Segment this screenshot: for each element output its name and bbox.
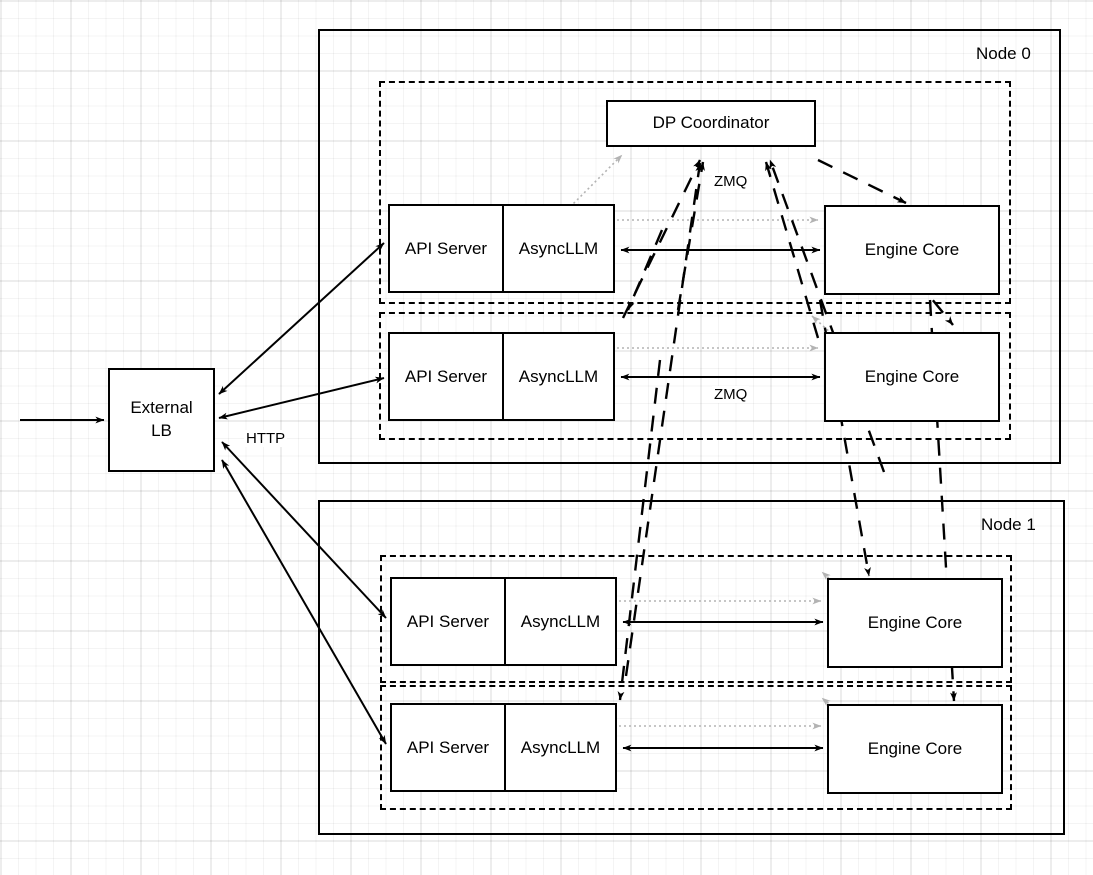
node-1-group-2-api-server: API Server [392, 705, 506, 790]
node-1-container [318, 500, 1065, 835]
http-edge-label: HTTP [244, 430, 288, 447]
node-1-group-1-engine-core[interactable]: Engine Core [827, 578, 1003, 668]
node-0-group-2-engine-core-label: Engine Core [864, 366, 960, 386]
dp-coordinator-box[interactable]: DP Coordinator [606, 100, 816, 147]
zmq-coordinator-label: ZMQ [712, 173, 750, 190]
node-0-group-2-api-unit[interactable]: API Server AsyncLLM [388, 332, 615, 421]
node-1-group-1-api-unit[interactable]: API Server AsyncLLM [390, 577, 617, 666]
node-0-group-2-asyncllm: AsyncLLM [518, 366, 599, 386]
node-1-group-2-api-unit[interactable]: API Server AsyncLLM [390, 703, 617, 792]
node-1-group-2 [380, 685, 1012, 810]
node-1-group-1 [380, 555, 1012, 683]
node-1-group-1-api-server: API Server [392, 579, 506, 664]
node-1-label: Node 1 [981, 515, 1036, 534]
dp-coordinator-label: DP Coordinator [652, 113, 770, 133]
node-0-group-2-engine-core[interactable]: Engine Core [824, 332, 1000, 422]
zmq-engine-label: ZMQ [712, 386, 750, 403]
node-1-group-2-engine-core-label: Engine Core [867, 738, 963, 758]
node-1-group-1-asyncllm: AsyncLLM [520, 611, 601, 631]
node-0-group-1-asyncllm: AsyncLLM [518, 238, 599, 258]
node-0-group-2-api-server: API Server [390, 334, 504, 419]
node-0-container [318, 29, 1061, 464]
node-0-group-1-engine-core[interactable]: Engine Core [824, 205, 1000, 295]
node-1-group-2-asyncllm: AsyncLLM [520, 737, 601, 757]
node-0-group-1-api-server: API Server [390, 206, 504, 291]
node-0-label: Node 0 [976, 44, 1031, 63]
node-0-group-1 [379, 81, 1011, 304]
external-lb-box[interactable]: External LB [108, 368, 215, 472]
node-1-group-1-engine-core-label: Engine Core [867, 612, 963, 632]
node-1-group-2-engine-core[interactable]: Engine Core [827, 704, 1003, 794]
node-0-group-1-api-unit[interactable]: API Server AsyncLLM [388, 204, 615, 293]
external-lb-label-line2: LB [151, 421, 172, 440]
node-0-group-2 [379, 312, 1011, 440]
node-0-group-1-engine-core-label: Engine Core [864, 239, 960, 259]
external-lb-label-line1: External [130, 398, 193, 418]
